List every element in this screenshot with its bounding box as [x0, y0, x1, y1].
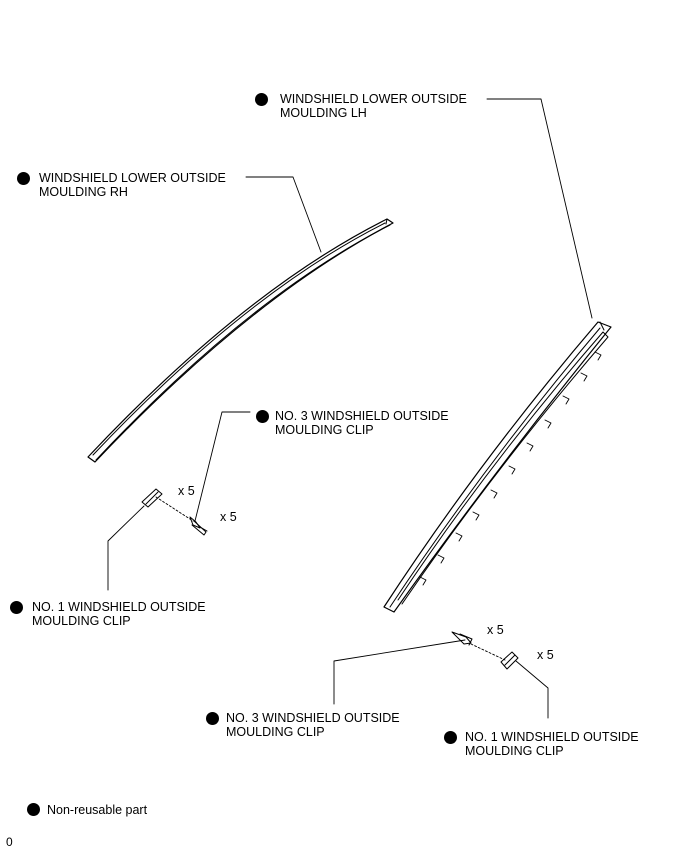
leader-lines: [107, 98, 593, 719]
clip-no1-left: [141, 488, 163, 508]
label-clip-no1-right-line2: MOULDING CLIP: [465, 744, 564, 758]
label-clip-no3-upper-line1: NO. 3 WINDSHIELD OUTSIDE: [275, 409, 449, 423]
label-moulding-rh-line1: WINDSHIELD LOWER OUTSIDE: [39, 171, 226, 185]
label-clip-no3-lower-line2: MOULDING CLIP: [226, 725, 325, 739]
moulding-rh: [87, 218, 394, 463]
label-clip-no1-left-line1: NO. 1 WINDSHIELD OUTSIDE: [32, 600, 206, 614]
non-reusable-dot-icon: [27, 803, 40, 816]
legend: Non-reusable part: [27, 803, 147, 817]
clip-no3-lower: [451, 631, 473, 646]
label-clip-no3-lower-line1: NO. 3 WINDSHIELD OUTSIDE: [226, 711, 400, 725]
label-clip-no3-upper: NO. 3 WINDSHIELD OUTSIDE MOULDING CLIP: [256, 409, 449, 437]
non-reusable-dot-icon: [10, 601, 23, 614]
clip-no3-upper: [189, 516, 208, 536]
label-moulding-lh: WINDSHIELD LOWER OUTSIDE MOULDING LH: [255, 92, 467, 120]
label-clip-no1-left-line2: MOULDING CLIP: [32, 614, 131, 628]
clip-connection-right: [470, 643, 506, 661]
moulding-lh: [383, 321, 612, 613]
clip-connection-left: [155, 496, 194, 522]
quantity-clip-no3-upper: x 5: [220, 510, 237, 524]
label-clip-no1-left: NO. 1 WINDSHIELD OUTSIDE MOULDING CLIP: [10, 600, 206, 628]
non-reusable-dot-icon: [17, 172, 30, 185]
label-clip-no3-lower: NO. 3 WINDSHIELD OUTSIDE MOULDING CLIP: [206, 711, 400, 739]
quantity-clip-no1-right: x 5: [537, 648, 554, 662]
label-moulding-lh-line1: WINDSHIELD LOWER OUTSIDE: [280, 92, 467, 106]
label-clip-no1-right-line1: NO. 1 WINDSHIELD OUTSIDE: [465, 730, 639, 744]
non-reusable-dot-icon: [444, 731, 457, 744]
non-reusable-dot-icon: [256, 410, 269, 423]
quantity-clip-no3-lower: x 5: [487, 623, 504, 637]
non-reusable-dot-icon: [255, 93, 268, 106]
corner-mark: 0: [6, 835, 13, 849]
label-clip-no3-upper-line2: MOULDING CLIP: [275, 423, 374, 437]
label-moulding-rh-line2: MOULDING RH: [39, 185, 128, 199]
label-moulding-rh: WINDSHIELD LOWER OUTSIDE MOULDING RH: [17, 171, 226, 199]
legend-text: Non-reusable part: [47, 803, 148, 817]
non-reusable-dot-icon: [206, 712, 219, 725]
label-moulding-lh-line2: MOULDING LH: [280, 106, 367, 120]
clip-no1-right: [500, 651, 519, 670]
quantity-clip-no1-left: x 5: [178, 484, 195, 498]
label-clip-no1-right: NO. 1 WINDSHIELD OUTSIDE MOULDING CLIP: [444, 730, 639, 758]
